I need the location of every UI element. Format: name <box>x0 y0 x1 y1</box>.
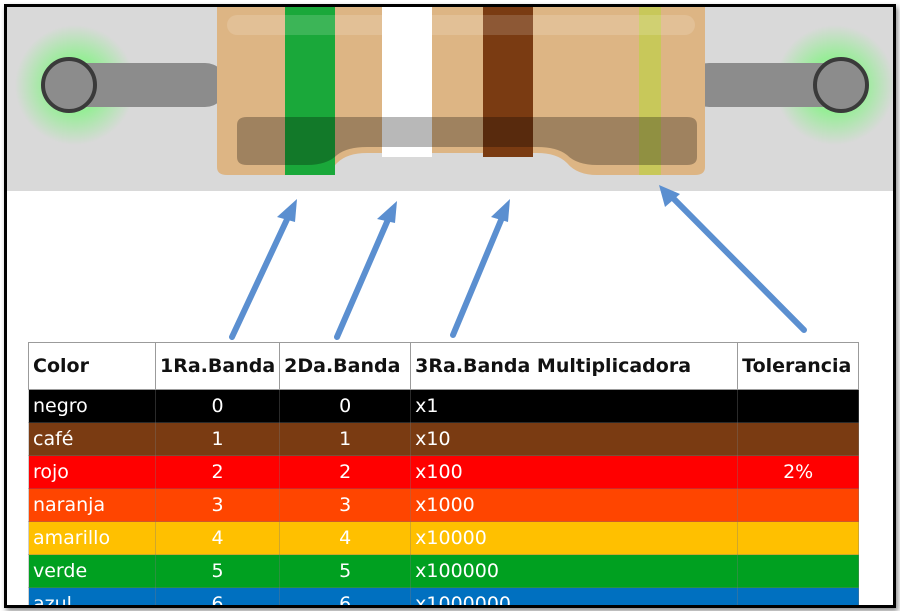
table-row: verde 5 5 x100000 <box>28 554 860 588</box>
cell-color: azul <box>28 587 156 605</box>
cell-tolerance <box>737 587 860 605</box>
cell-band-2: 1 <box>279 422 412 456</box>
cell-band-2: 5 <box>279 554 412 588</box>
cell-band-2: 2 <box>279 455 412 489</box>
arrows-layer <box>229 185 807 340</box>
header-band-2: 2Da.Banda <box>279 342 412 390</box>
cell-tolerance <box>737 554 860 588</box>
color-code-table: Color 1Ra.Banda 2Da.Banda 3Ra.Banda Mult… <box>28 342 860 605</box>
cell-multiplier: x1 <box>410 389 739 423</box>
cell-multiplier: x100000 <box>410 554 739 588</box>
cell-color: café <box>28 422 156 456</box>
table-row: naranja 3 3 x1000 <box>28 488 860 522</box>
header-multiplier: 3Ra.Banda Multiplicadora <box>410 342 739 390</box>
cell-multiplier: x1000000 <box>410 587 739 605</box>
cell-tolerance <box>737 422 860 456</box>
cell-band-1: 2 <box>154 455 281 489</box>
right-terminal <box>813 57 869 113</box>
resistor-illustration <box>7 7 893 191</box>
cell-tolerance <box>737 521 860 555</box>
arrow-band-2 <box>334 201 397 340</box>
cell-band-1: 0 <box>154 389 281 423</box>
cell-color: rojo <box>28 455 156 489</box>
cell-multiplier: x1000 <box>410 488 739 522</box>
cell-band-2: 6 <box>279 587 412 605</box>
band-2 <box>382 7 432 157</box>
resistor-body <box>217 7 705 175</box>
arrow-band-1 <box>229 199 297 340</box>
cell-band-1: 1 <box>154 422 281 456</box>
cell-color: amarillo <box>28 521 156 555</box>
header-tolerance: Tolerancia <box>737 342 860 390</box>
cell-band-1: 6 <box>154 587 281 605</box>
cell-band-2: 4 <box>279 521 412 555</box>
cell-color: negro <box>28 389 156 423</box>
arrow-tolerance <box>659 185 807 333</box>
body-shadow <box>237 117 697 165</box>
table-row: negro 0 0 x1 <box>28 389 860 423</box>
cell-tolerance <box>737 389 860 423</box>
header-color: Color <box>28 342 156 390</box>
band-tolerance <box>639 7 661 175</box>
cell-color: verde <box>28 554 156 588</box>
arrow-band-3 <box>450 199 510 338</box>
cell-band-2: 0 <box>279 389 412 423</box>
cell-band-1: 3 <box>154 488 281 522</box>
table-row: azul 6 6 x1000000 <box>28 587 860 605</box>
cell-band-1: 4 <box>154 521 281 555</box>
cell-band-1: 5 <box>154 554 281 588</box>
cell-multiplier: x10000 <box>410 521 739 555</box>
resistor-svg <box>15 7 893 175</box>
body-highlight <box>227 15 695 35</box>
band-1 <box>285 7 335 175</box>
cell-tolerance <box>737 488 860 522</box>
cell-multiplier: x10 <box>410 422 739 456</box>
header-band-1: 1Ra.Banda <box>154 342 281 390</box>
cell-multiplier: x100 <box>410 455 739 489</box>
table-row: rojo 2 2 x100 2% <box>28 455 860 489</box>
band-3 <box>483 7 533 157</box>
table-header-row: Color 1Ra.Banda 2Da.Banda 3Ra.Banda Mult… <box>28 342 860 390</box>
table-row: café 1 1 x10 <box>28 422 860 456</box>
left-terminal <box>41 57 97 113</box>
cell-tolerance: 2% <box>737 455 860 489</box>
table-row: amarillo 4 4 x10000 <box>28 521 860 555</box>
cell-band-2: 3 <box>279 488 412 522</box>
cell-color: naranja <box>28 488 156 522</box>
image-frame: Color 1Ra.Banda 2Da.Banda 3Ra.Banda Mult… <box>4 4 896 608</box>
